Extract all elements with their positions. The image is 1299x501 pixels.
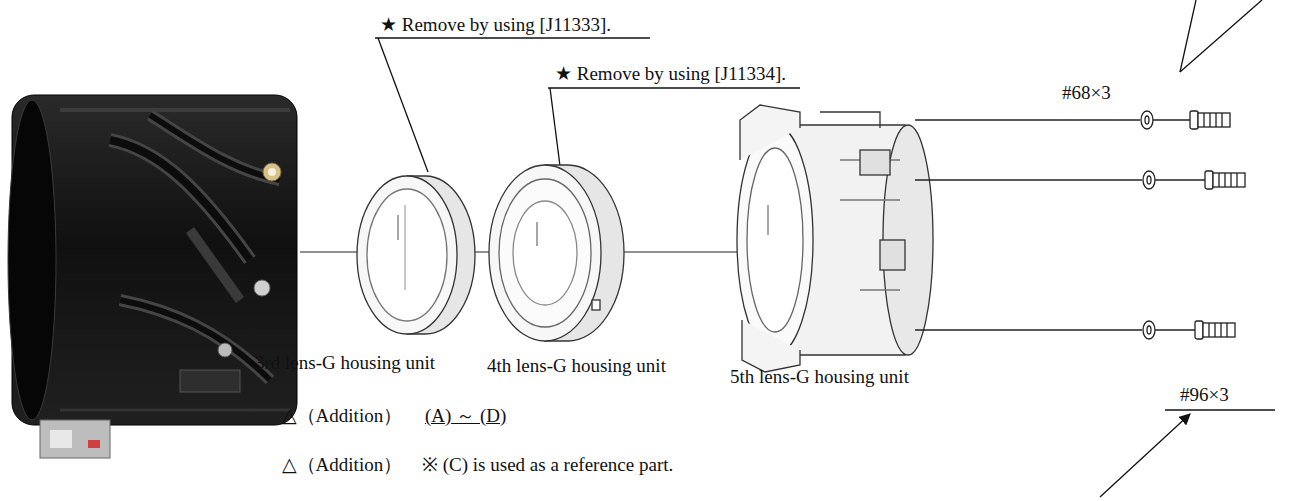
- lens-barrel-part: [120, 300, 270, 380]
- reference-range: (A) ～ (D): [425, 405, 506, 427]
- lens-barrel-part: [60, 409, 290, 412]
- lens-barrel-part: [190, 230, 240, 300]
- revision-mark: △（Addition）: [282, 405, 402, 427]
- screws-part-part: [1219, 173, 1237, 187]
- lens-5-housing-part: [742, 320, 800, 372]
- screws-part: [1147, 176, 1151, 184]
- lens-barrel-part: [50, 430, 72, 448]
- leader-lines: [375, 0, 1275, 497]
- screws-part: [1141, 111, 1153, 129]
- lens-4: [489, 165, 624, 341]
- lens-barrel-part: [88, 440, 100, 448]
- lens-barrel-part: [254, 280, 270, 296]
- screws-part: [1147, 326, 1151, 334]
- lens-5-housing-part: [820, 112, 880, 128]
- lens-3-part: [404, 205, 405, 290]
- screws-part: [1205, 171, 1245, 189]
- screws-part: [1145, 116, 1149, 124]
- lens-3: [357, 176, 475, 334]
- lens-5-housing: [737, 105, 933, 372]
- lens-5-housing-part: [747, 148, 803, 332]
- part-name: 3rd lens-G housing unit: [255, 352, 435, 374]
- revision-mark: △（Addition）: [282, 454, 402, 476]
- lens-barrel-part: [8, 100, 56, 420]
- lens-5-housing-part: [740, 105, 800, 160]
- screws-part-part: [1204, 113, 1222, 127]
- tool-note: ★ Remove by using [J11334].: [555, 63, 786, 85]
- screw-callout: #68×3: [1062, 82, 1111, 104]
- screws-part: [915, 119, 1140, 120]
- part-name: 4th lens-G housing unit: [487, 355, 666, 377]
- lens-4-part: [513, 201, 577, 305]
- lens-barrel-part: [180, 370, 240, 392]
- part-name: 5th lens-G housing unit: [730, 366, 909, 388]
- lens-4-part: [592, 300, 600, 310]
- lens-barrel-part: [150, 115, 280, 180]
- lens-barrel-part: [60, 108, 290, 112]
- lens-barrel-part: [40, 420, 110, 458]
- leader-lines-part: [548, 87, 800, 88]
- lens-barrel-part: [218, 343, 232, 357]
- screws-part-part: [1213, 173, 1245, 187]
- screws-part-part: [1205, 171, 1213, 189]
- lens-3-part: [357, 176, 457, 334]
- assembly-axis-part: [300, 251, 360, 252]
- screws-part: [1155, 179, 1205, 180]
- leader-lines-part: [1165, 409, 1275, 410]
- lens-5-housing-part: [860, 150, 890, 175]
- screw-callout: #96×3: [1180, 384, 1229, 406]
- screws-part: [1190, 111, 1230, 129]
- screws-part: [1153, 119, 1190, 120]
- note: ※ (C) is used as a reference part.: [422, 454, 673, 476]
- screws-part: [1143, 171, 1155, 189]
- lens-barrel-part: [263, 163, 281, 181]
- lens-3-part: [367, 189, 447, 321]
- tool-note: ★ Remove by using [J11333].: [380, 14, 611, 36]
- lens-4-part: [489, 165, 601, 341]
- screws-part: [915, 179, 1142, 180]
- screws-part: [1195, 321, 1235, 339]
- lens-barrel-part: [150, 115, 280, 180]
- leader-lines-part: [378, 38, 428, 172]
- screws-part-part: [1190, 111, 1198, 129]
- lens-5-housing-part: [737, 125, 813, 355]
- screws-part: [915, 329, 1142, 330]
- screws-part-part: [1198, 113, 1230, 127]
- lens-barrel-part: [120, 300, 270, 380]
- screws-part: [1155, 329, 1195, 330]
- screws: [915, 111, 1245, 339]
- leader-lines-part: [375, 37, 650, 38]
- leader-lines-part: [1180, 0, 1196, 72]
- lens-4-part: [499, 179, 591, 327]
- screws-part: [1143, 321, 1155, 339]
- lens-5-housing-part: [767, 205, 768, 235]
- screws-part-part: [1209, 323, 1227, 337]
- leader-lines-part: [1180, 0, 1262, 72]
- leader-lines-part: [1100, 414, 1190, 497]
- leader-lines-part: [550, 88, 560, 166]
- lens-barrel-part: [268, 168, 276, 176]
- lens-4-part: [536, 222, 537, 246]
- lens-barrel: [8, 95, 297, 458]
- lens-5-housing-part: [880, 240, 905, 270]
- screws-part-part: [1195, 321, 1203, 339]
- screws-part-part: [1203, 323, 1235, 337]
- lens-3-part: [397, 215, 398, 240]
